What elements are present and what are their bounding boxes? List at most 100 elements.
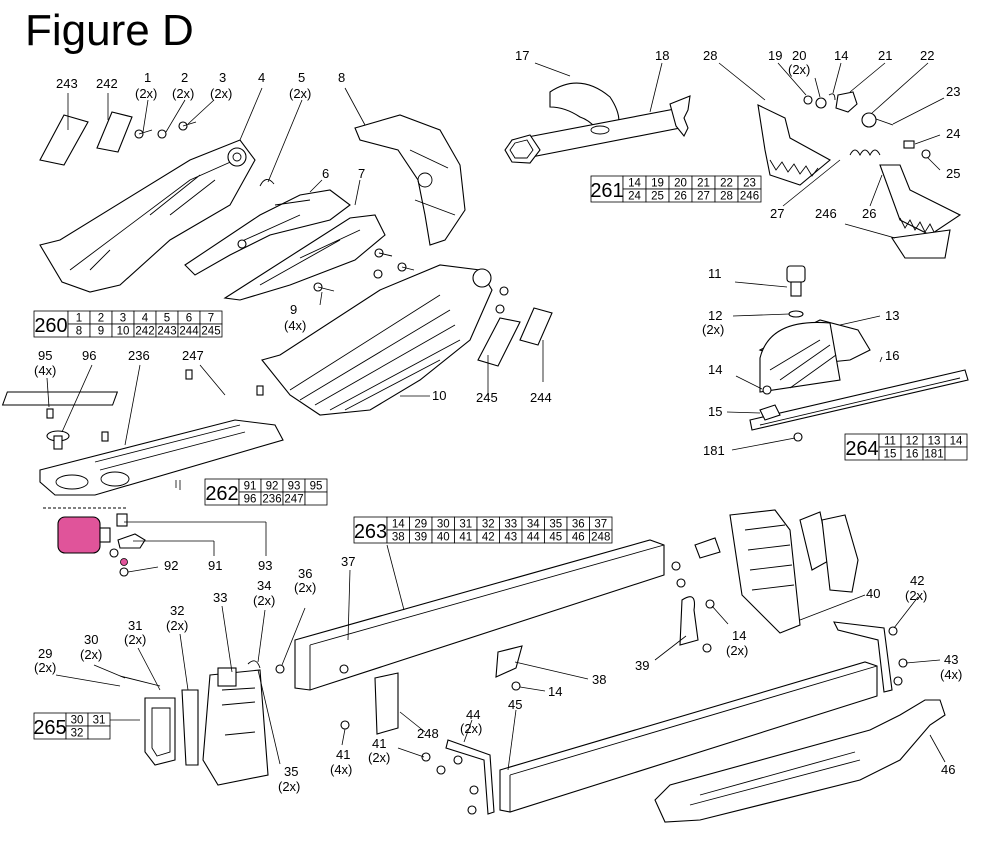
label-33: 33 [213,590,227,605]
knob-96 [46,430,70,450]
kit-cell: 95 [310,481,323,493]
label-242: 242 [96,76,118,91]
label-11: 11 [708,266,722,281]
kit-cell: 248 [591,532,610,544]
setscrew-95a [185,369,193,380]
screw-25 [921,149,931,159]
washer-2 [157,129,167,139]
kit-cell: 13 [928,436,941,448]
screw-181 [793,432,803,442]
kit-cell: 243 [157,326,176,338]
kit-cell: 4 [142,313,149,325]
kit-cell: 25 [651,191,664,203]
label-27: 27 [770,206,784,221]
label-10: 10 [432,388,446,403]
label-36-qty: (2x) [294,580,316,595]
guard-housing-4 [39,139,256,293]
spring-27 [849,149,881,157]
kit-cell: 39 [414,532,427,544]
kit-cell: 46 [572,532,585,544]
label-14d-qty: (2x) [726,643,748,658]
label-32: 32 [170,603,184,618]
label-36: 36 [298,566,312,581]
blade-guard-group [39,111,553,416]
washer-20 [815,97,827,109]
label-8: 8 [338,70,345,85]
label-1-qty: (2x) [135,86,157,101]
label-42: 42 [910,573,924,588]
clip-5 [259,179,275,187]
kit-cell: 26 [674,191,687,203]
label-41a-qty: (4x) [330,762,352,777]
kit-cell: 31 [93,715,106,727]
label-31: 31 [128,618,142,633]
label-9: 9 [290,302,297,317]
throat-plate-group [1,369,284,496]
kit-cell: 12 [906,436,919,448]
clip-14a [828,93,836,101]
kit-cell: 30 [437,519,450,531]
label-34-qty: (2x) [253,593,275,608]
fence-clamp-40 [729,509,801,634]
label-16: 16 [885,348,899,363]
label-39: 39 [635,658,649,673]
kit-cell: 23 [743,178,756,190]
blade-plate-8 [354,114,466,246]
blade-guard-10 [261,264,493,416]
kit-cell: 2 [98,313,104,325]
pin-23 [875,118,894,126]
label-4: 4 [258,70,265,85]
kit-cell: 22 [720,178,733,190]
kit-cell: 14 [628,178,641,190]
label-2-qty: (2x) [172,86,194,101]
kit-cell: 31 [459,519,472,531]
kit-cell: 34 [527,519,540,531]
label-35: 35 [284,764,298,779]
kit-number: 263 [354,521,387,543]
kit-cell: 14 [392,519,405,531]
part-labels: 243 242 1 (2x) 2 (2x) 3 (2x) 4 5 (2x) 8 … [34,48,962,794]
screw-14b [762,385,772,395]
kit-cell: 8 [76,326,82,338]
label-14d: 14 [732,628,746,643]
label-93: 93 [258,558,272,573]
kit-number: 260 [34,315,67,337]
kit-cell: 42 [482,532,495,544]
label-3-qty: (2x) [210,86,232,101]
label-26: 26 [862,206,876,221]
washer-12 [788,310,804,318]
label-41a: 41 [336,747,350,762]
label-43-qty: (4x) [940,667,962,682]
kit-number: 261 [590,180,623,202]
label-31-qty: (2x) [124,632,146,647]
label-32-qty: (2x) [166,618,188,633]
kit-cell: 21 [697,178,710,190]
label-2: 2 [181,70,188,85]
anti-kickback-group [757,91,962,259]
kit-cell: 91 [244,481,257,493]
miter-gauge-group [749,265,969,442]
kit-cell: 244 [179,326,199,338]
highlighted-pin [120,558,128,566]
pawl-28 [757,104,831,186]
label-96: 96 [82,348,96,363]
label-35-qty: (2x) [278,779,300,794]
label-45: 45 [508,697,522,712]
kit-cell: 36 [572,519,585,531]
wrench-group [504,82,691,164]
label-246: 246 [815,206,837,221]
rip-fence-group [294,509,946,823]
kit-number: 262 [205,483,238,505]
bracket-38 [495,645,523,678]
label-247: 247 [182,348,204,363]
kit-cell: 27 [697,191,710,203]
label-25: 25 [946,166,960,181]
screw-3 [178,121,197,131]
kit-cell: 28 [720,191,733,203]
label-12: 12 [708,308,722,323]
label-95-qty: (4x) [34,363,56,378]
label-7: 7 [358,166,365,181]
